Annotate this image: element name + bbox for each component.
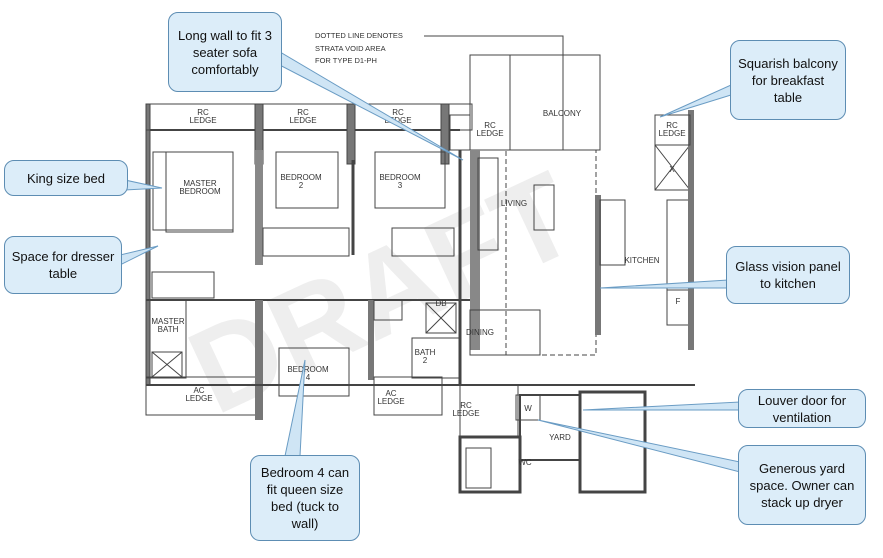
svg-text:BEDROOM: BEDROOM <box>287 365 329 374</box>
svg-text:2: 2 <box>423 356 428 365</box>
svg-text:DINING: DINING <box>466 328 494 337</box>
svg-text:LEDGE: LEDGE <box>384 116 411 125</box>
svg-text:LEDGE: LEDGE <box>377 397 404 406</box>
svg-text:DOTTED LINE DENOTES: DOTTED LINE DENOTES <box>315 31 403 40</box>
svg-text:AC: AC <box>193 386 204 395</box>
svg-text:AC: AC <box>385 389 396 398</box>
svg-text:KITCHEN: KITCHEN <box>624 256 659 265</box>
svg-text:RC: RC <box>392 108 404 117</box>
svg-text:MASTER: MASTER <box>183 179 217 188</box>
svg-text:LEDGE: LEDGE <box>289 116 316 125</box>
callout-yard: Generous yard space. Owner can stack up … <box>738 445 866 525</box>
svg-text:RC: RC <box>484 121 496 130</box>
svg-text:RC: RC <box>197 108 209 117</box>
svg-text:DB: DB <box>435 299 446 308</box>
note-strata-void: DOTTED LINE DENOTES STRATA VOID AREA FOR… <box>315 31 564 150</box>
svg-text:4: 4 <box>306 373 311 382</box>
svg-text:BEDROOM: BEDROOM <box>179 187 221 196</box>
svg-text:BATH: BATH <box>415 348 436 357</box>
svg-text:3: 3 <box>398 181 403 190</box>
callout-sofa: Long wall to fit 3 seater sofa comfortab… <box>168 12 282 92</box>
svg-text:2: 2 <box>299 181 304 190</box>
svg-text:BEDROOM: BEDROOM <box>280 173 322 182</box>
svg-text:RC: RC <box>460 401 472 410</box>
svg-text:FOR TYPE D1-PH: FOR TYPE D1-PH <box>315 56 377 65</box>
svg-text:X: X <box>669 165 675 174</box>
callout-bedroom4: Bedroom 4 can fit queen size bed (tuck t… <box>250 455 360 541</box>
walls <box>145 54 695 494</box>
svg-text:W: W <box>524 404 532 413</box>
svg-text:F: F <box>676 297 681 306</box>
callout-glass-panel: Glass vision panel to kitchen <box>726 246 850 304</box>
svg-text:MASTER: MASTER <box>151 317 185 326</box>
svg-text:BEDROOM: BEDROOM <box>379 173 421 182</box>
svg-text:YARD: YARD <box>549 433 571 442</box>
svg-text:RC: RC <box>297 108 309 117</box>
svg-text:WC: WC <box>518 458 532 467</box>
svg-text:LEDGE: LEDGE <box>189 116 216 125</box>
callout-pointers <box>119 51 741 473</box>
svg-text:LEDGE: LEDGE <box>452 409 479 418</box>
svg-text:LEDGE: LEDGE <box>185 394 212 403</box>
svg-text:BALCONY: BALCONY <box>543 109 582 118</box>
svg-text:LEDGE: LEDGE <box>658 129 685 138</box>
svg-text:LIVING: LIVING <box>501 199 527 208</box>
svg-text:BATH: BATH <box>158 325 179 334</box>
callout-king-bed: King size bed <box>4 160 128 196</box>
callout-balcony: Squarish balcony for breakfast table <box>730 40 846 120</box>
svg-text:LEDGE: LEDGE <box>476 129 503 138</box>
svg-text:STRATA VOID AREA: STRATA VOID AREA <box>315 44 386 53</box>
callout-dresser: Space for dresser table <box>4 236 122 294</box>
svg-text:RC: RC <box>666 121 678 130</box>
callout-louver-door: Louver door for ventilation <box>738 389 866 428</box>
